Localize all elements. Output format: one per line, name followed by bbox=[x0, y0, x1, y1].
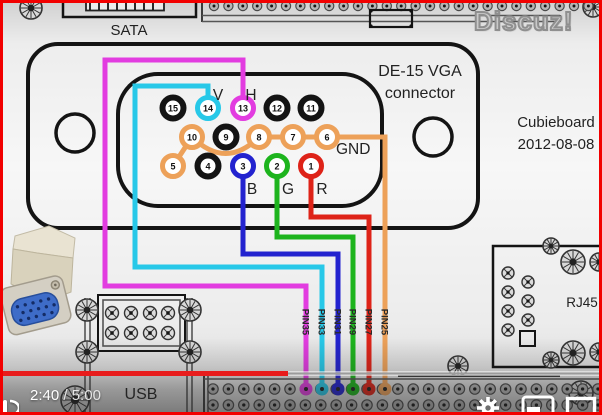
video-player[interactable]: SATA DE-15 VGA connector Cubieboard 2012… bbox=[3, 3, 599, 412]
svg-text:7: 7 bbox=[290, 133, 295, 143]
svg-text:5: 5 bbox=[170, 162, 175, 172]
hsync-wire bbox=[102, 57, 309, 389]
blue-wire bbox=[240, 171, 341, 389]
wire-label-pin29: PIN29 bbox=[346, 309, 357, 335]
svg-text:1: 1 bbox=[308, 162, 313, 172]
wiring-diagram: SATA DE-15 VGA connector Cubieboard 2012… bbox=[3, 3, 599, 412]
screw-hole-left bbox=[54, 112, 96, 154]
fullscreen-icon[interactable] bbox=[565, 396, 597, 415]
dsub-shell bbox=[116, 72, 384, 208]
miniplayer-icon[interactable] bbox=[521, 395, 555, 415]
red-label: R bbox=[316, 181, 327, 198]
vga-pin-9: 9 bbox=[212, 123, 240, 151]
svg-text:8: 8 bbox=[256, 133, 261, 143]
board-title-line2: 2012-08-08 bbox=[518, 136, 595, 153]
wire-label-pin25: PIN25 bbox=[378, 309, 389, 336]
time-display: 2:40 / 5:00 bbox=[30, 387, 101, 404]
green-wire bbox=[274, 171, 356, 389]
rj45-label: RJ45 bbox=[566, 295, 598, 310]
vga-title-line1: DE-15 VGA bbox=[378, 63, 462, 80]
green-label: G bbox=[282, 181, 294, 198]
blue-label: B bbox=[247, 181, 257, 198]
vga-title-line2: connector bbox=[385, 85, 456, 102]
hsync-label: H bbox=[245, 87, 256, 104]
sata-connector bbox=[61, 3, 198, 19]
vga-pin-11: 11 bbox=[297, 94, 325, 122]
wire-label-pin33: PIN33 bbox=[315, 309, 326, 335]
vga-pin-7: 7 bbox=[280, 124, 306, 150]
svg-text:15: 15 bbox=[168, 104, 178, 114]
vga-connector-outline bbox=[26, 42, 480, 230]
vga-pin-2: 2 bbox=[264, 153, 290, 179]
vga-pin-1: 1 bbox=[298, 153, 324, 179]
svg-text:14: 14 bbox=[203, 104, 213, 114]
vga-pin-13: 13 bbox=[230, 95, 256, 121]
vga-pin-6: 6 bbox=[314, 124, 340, 150]
screw-hole-right bbox=[412, 116, 454, 158]
vga-pin-4: 4 bbox=[194, 152, 222, 180]
player-controls: 2:40 / 5:00 bbox=[3, 378, 599, 412]
svg-text:3: 3 bbox=[240, 162, 245, 172]
svg-text:4: 4 bbox=[205, 162, 210, 172]
vsync-wire bbox=[132, 83, 325, 389]
svg-text:11: 11 bbox=[306, 104, 316, 114]
red-wire bbox=[308, 171, 372, 389]
vga-pin-3: 3 bbox=[230, 153, 256, 179]
progress-played bbox=[3, 371, 288, 376]
volume-icon[interactable] bbox=[3, 398, 19, 415]
board-title-line1: Cubieboard bbox=[517, 114, 595, 131]
via-wheel bbox=[19, 3, 43, 20]
wire-label-pin27: PIN27 bbox=[362, 309, 373, 335]
svg-text:13: 13 bbox=[238, 104, 248, 114]
vga-pin-14: 14 bbox=[195, 95, 221, 121]
top-pin-header bbox=[201, 3, 594, 29]
vga-pin-5: 5 bbox=[160, 153, 186, 179]
vga-plug-photo bbox=[3, 225, 76, 336]
wire-label-pin31: PIN31 bbox=[331, 309, 342, 336]
progress-bar[interactable] bbox=[3, 371, 599, 376]
duration: 5:00 bbox=[71, 387, 101, 404]
svg-text:10: 10 bbox=[187, 133, 197, 143]
sata-label: SATA bbox=[111, 22, 148, 39]
gnd-label: GND bbox=[336, 141, 370, 158]
svg-text:6: 6 bbox=[324, 133, 329, 143]
wire-label-pin35: PIN35 bbox=[299, 309, 310, 336]
svg-text:2: 2 bbox=[274, 162, 279, 172]
svg-text:9: 9 bbox=[223, 133, 228, 143]
settings-gear-icon[interactable] bbox=[476, 396, 500, 415]
vga-pin-15: 15 bbox=[159, 94, 187, 122]
vga-pin-8: 8 bbox=[246, 124, 272, 150]
vsync-label: V bbox=[213, 87, 224, 104]
current-time: 2:40 bbox=[30, 387, 60, 404]
discuz-watermark: Discuz! bbox=[473, 5, 574, 37]
svg-text:12: 12 bbox=[272, 104, 282, 114]
vga-pin-12: 12 bbox=[263, 94, 291, 122]
vga-pin-10: 10 bbox=[179, 124, 205, 150]
